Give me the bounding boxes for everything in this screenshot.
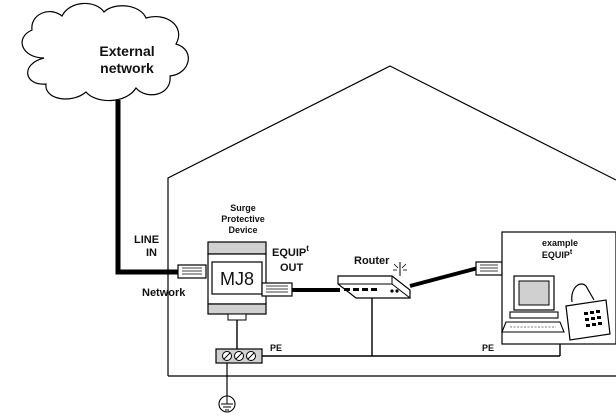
router-icon [337,262,411,299]
external-line [115,100,182,275]
surge-protector-icon [207,241,267,321]
spd-label-1: Surge [230,203,256,213]
pe-label-right: PE [482,343,494,353]
equip-out-label-2: OUT [280,262,304,274]
device-label: MJ8 [220,269,254,289]
cloud-label-line2: network [100,60,154,76]
cloud-icon [21,2,189,102]
cloud-label-line1: External [99,43,154,59]
spd-label-3: Device [228,225,257,235]
pe-label-left: PE [270,343,282,353]
example-label-2: EQUIPt [542,249,573,260]
house-outline [167,65,616,376]
example-label-1: example [542,238,578,248]
terminal-block-icon [215,348,263,364]
rj45-plug-icon [475,261,503,276]
network-label: Network [142,287,186,299]
telephone-icon [565,283,611,341]
rj45-plug-icon [261,282,293,297]
earth-ground-icon [218,395,236,413]
rj45-plug-icon [177,264,207,279]
equip-out-label: EQUIPt [272,244,309,259]
line-in-label-2: IN [146,247,157,259]
router-label: Router [354,255,390,267]
router-equip-cable [409,266,479,288]
computer-icon [501,275,565,333]
line-in-label: LINE [134,234,159,246]
spd-label-2: Protective [221,214,265,224]
